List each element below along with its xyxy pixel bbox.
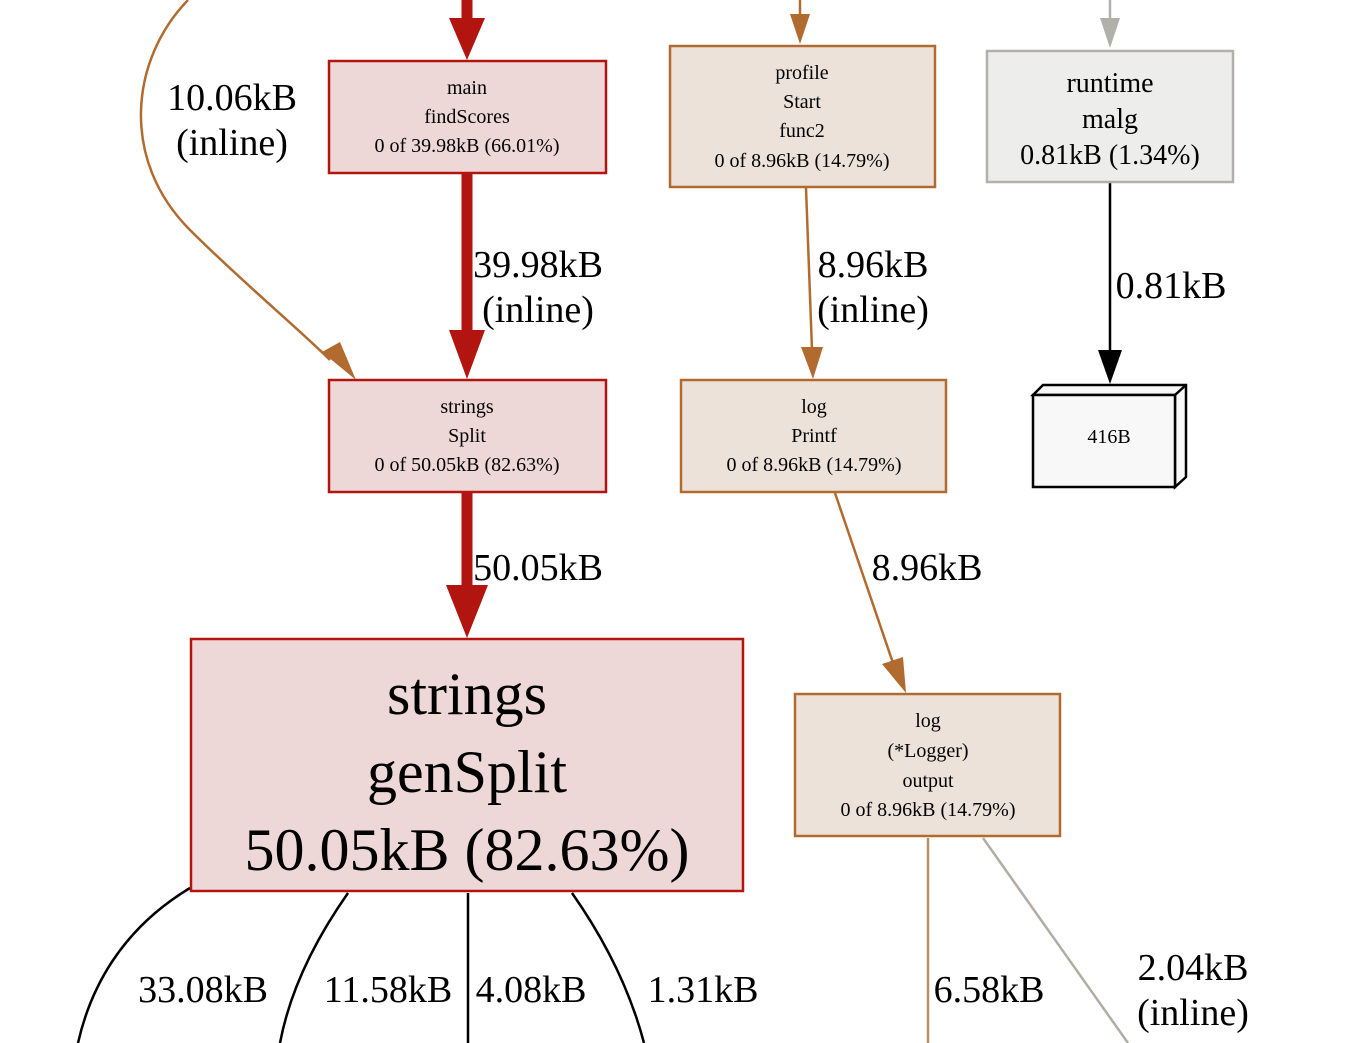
node-log-logger-output[interactable]: log (*Logger) output 0 of 8.96kB (14.79%… (793, 692, 1062, 838)
node-package: log (915, 710, 941, 732)
edge-label-10-06kb: 10.06kB (167, 77, 297, 119)
edge-label-11-58kb: 11.58kB (324, 969, 452, 1011)
edge-split-to-gensplit: 50.05kB (446, 493, 603, 638)
node-function: Start (783, 91, 821, 113)
node-function: output (902, 770, 954, 792)
edge-gensplit-out-1: 33.08kB (76, 886, 268, 1043)
edge-label-2-04kb: 2.04kB (1138, 947, 1249, 989)
node-package: main (447, 77, 487, 99)
edge-label-inline: (inline) (817, 289, 929, 331)
edge-label-33-08kb: 33.08kB (138, 969, 268, 1011)
node-package: log (801, 396, 827, 418)
node-function: genSplit (367, 739, 567, 805)
node-runtime-malg[interactable]: runtime malg 0.81kB (1.34%) (985, 49, 1235, 184)
edge-output-out-1: 6.58kB (926, 838, 1045, 1043)
node-main-findscores[interactable]: main findScores 0 of 39.98kB (66.01%) (327, 59, 608, 175)
edge-printf-to-output: 8.96kB (833, 492, 983, 693)
node-function: findScores (424, 106, 510, 128)
edge-label-inline: (inline) (482, 289, 594, 331)
edge-malg-to-416b: 0.81kB (1098, 183, 1226, 384)
node-receiver: (*Logger) (887, 740, 968, 762)
edge-findscores-to-split: 39.98kB (inline) (449, 174, 603, 379)
edge-into-profile (790, 0, 810, 44)
node-size: 0 of 8.96kB (14.79%) (727, 454, 902, 476)
node-log-printf[interactable]: log Printf 0 of 8.96kB (14.79%) (679, 378, 948, 494)
node-profile-start-func2[interactable]: profile Start func2 0 of 8.96kB (14.79%) (668, 44, 937, 189)
node-function: Split (448, 425, 486, 447)
edge-label-39-98kb: 39.98kB (473, 244, 603, 286)
edge-gensplit-out-2: 11.58kB (278, 892, 452, 1043)
edge-label-6-58kb: 6.58kB (934, 969, 1045, 1011)
edge-inline-to-split: 10.06kB (inline) (139, 0, 356, 380)
node-package: profile (775, 62, 828, 84)
node-strings-gensplit[interactable]: strings genSplit 50.05kB (82.63%) (189, 637, 745, 893)
edge-label-0-81kb: 0.81kB (1116, 265, 1227, 307)
edge-output-out-2: 2.04kB (inline) (981, 837, 1249, 1043)
node-allocation-416b[interactable]: 416B (1029, 383, 1188, 490)
node-function: Printf (791, 425, 837, 447)
node-size: 0 of 8.96kB (14.79%) (715, 150, 890, 172)
edge-gensplit-out-3: 4.08kB (466, 893, 587, 1043)
node-strings-split[interactable]: strings Split 0 of 50.05kB (82.63%) (327, 378, 608, 494)
node-package: strings (387, 661, 547, 727)
node-size: 50.05kB (82.63%) (245, 817, 690, 883)
edge-label-8-96kb: 8.96kB (872, 547, 983, 589)
node-size: 416B (1087, 426, 1130, 448)
edge-label-1-31kb: 1.31kB (648, 969, 759, 1011)
node-size: 0.81kB (1.34%) (1020, 140, 1200, 171)
node-function: malg (1082, 104, 1138, 135)
node-package: strings (440, 396, 494, 418)
edge-gensplit-out-4: 1.31kB (570, 892, 759, 1043)
node-function: func2 (779, 120, 825, 142)
edge-func2-to-printf: 8.96kB (inline) (801, 187, 929, 379)
node-package: runtime (1066, 68, 1153, 99)
edge-label-inline: (inline) (176, 122, 288, 164)
node-size: 0 of 50.05kB (82.63%) (375, 454, 560, 476)
edge-label-50-05kb: 50.05kB (473, 547, 603, 589)
edge-label-4-08kb: 4.08kB (476, 969, 587, 1011)
node-size: 0 of 39.98kB (66.01%) (375, 135, 560, 157)
edge-into-runtime-malg (1100, 0, 1120, 48)
edge-label-inline: (inline) (1137, 992, 1249, 1034)
edge-into-findscores (449, 0, 485, 60)
node-size: 0 of 8.96kB (14.79%) (841, 799, 1016, 821)
edge-label-8-96kb: 8.96kB (818, 244, 929, 286)
